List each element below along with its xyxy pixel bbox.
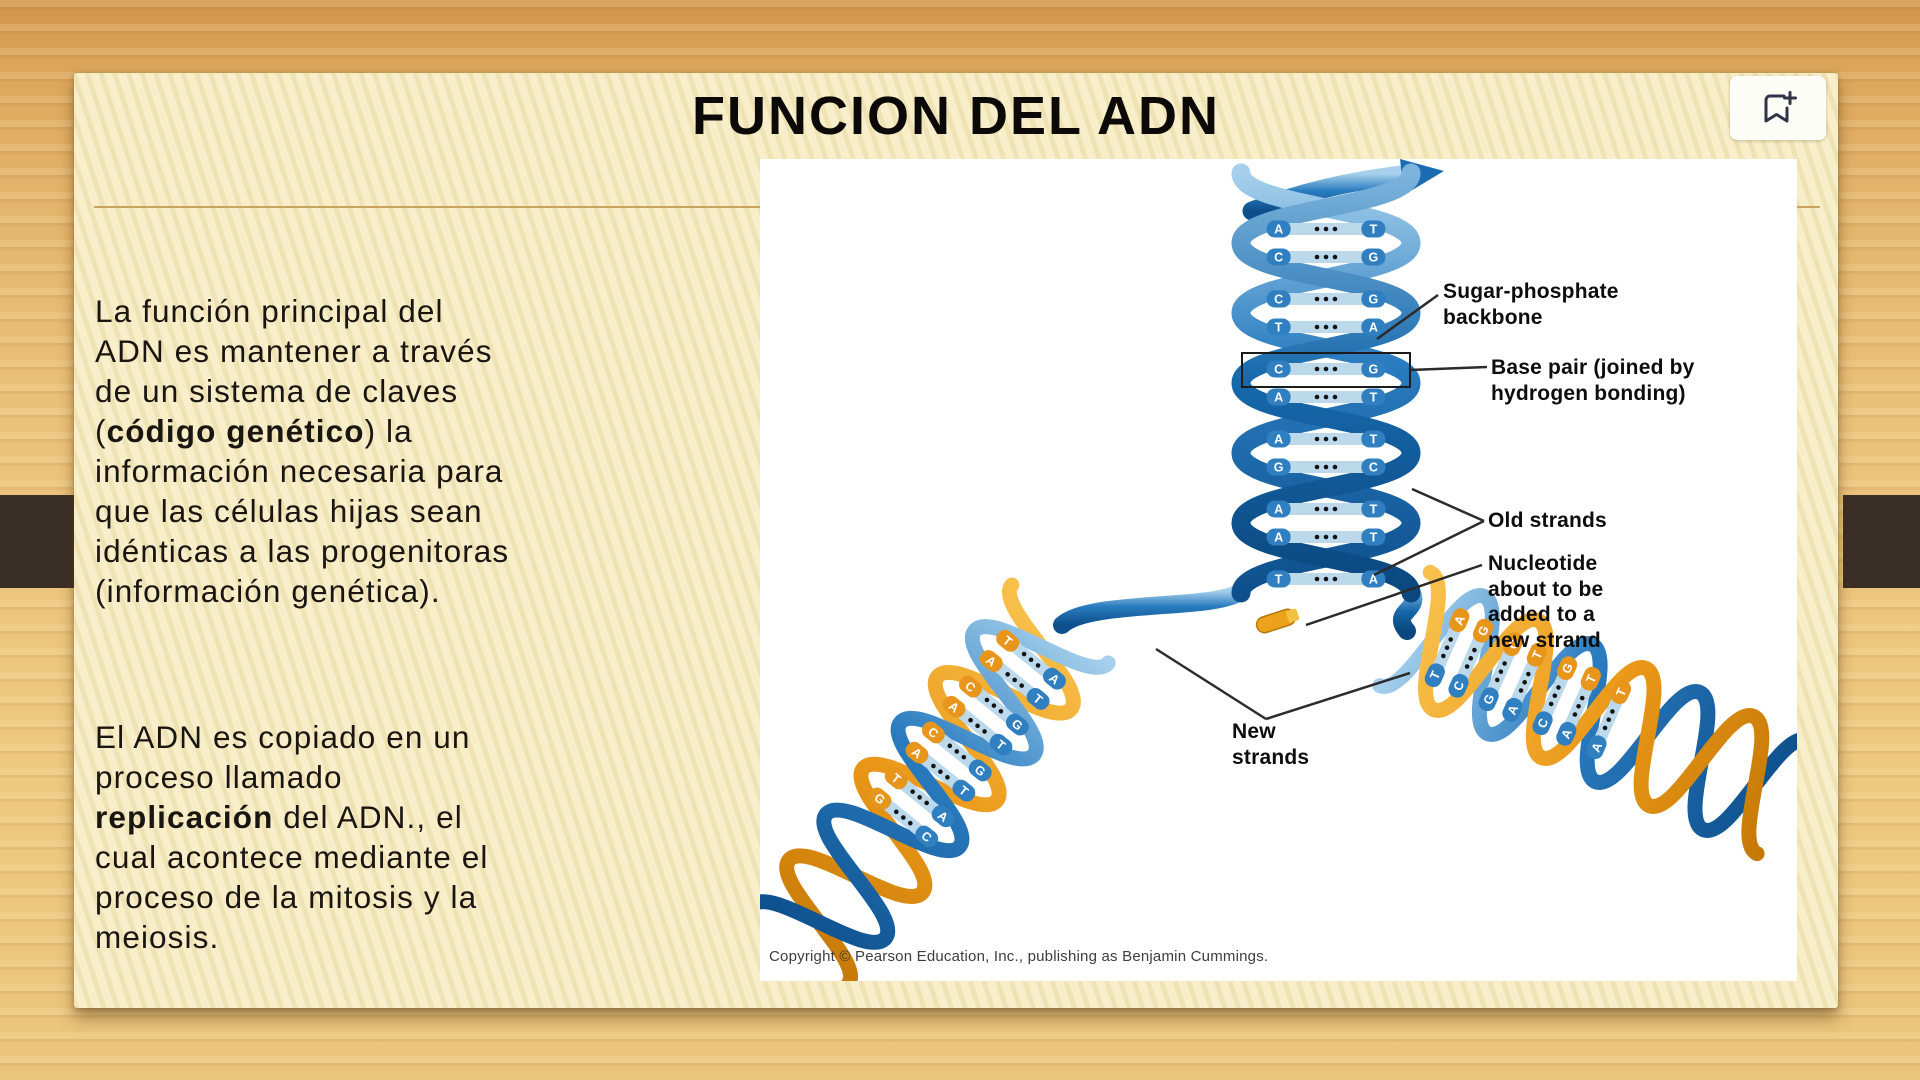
label-sugar-phosphate-backbone: Sugar-phosphate backbone (1443, 280, 1619, 329)
svg-text:C: C (1274, 293, 1283, 307)
bookmark-button[interactable] (1730, 76, 1826, 140)
label-old-strands: Old strands (1488, 509, 1607, 532)
label-base-pair: Base pair (joined by hydrogen bonding) (1491, 356, 1695, 405)
bookmark-plus-icon (1764, 91, 1797, 123)
copyright-text: Copyright © Pearson Education, Inc., pub… (769, 948, 1269, 965)
leader-sugar-phosphate (1376, 293, 1439, 341)
svg-text:G: G (1274, 461, 1284, 475)
leader-nucleotide (1305, 563, 1483, 627)
svg-text:A: A (1274, 223, 1283, 237)
fork-connector-left (1053, 582, 1250, 634)
svg-text:A: A (1274, 391, 1283, 405)
paragraph-2-text-end: del ADN., el cual acontece mediante el p… (95, 799, 489, 955)
svg-text:T: T (1275, 573, 1283, 587)
paragraph-2-bold: replicación (95, 799, 274, 835)
svg-text:C: C (1274, 251, 1283, 265)
svg-text:C: C (1274, 363, 1283, 377)
svg-text:T: T (1370, 223, 1378, 237)
paragraph-2-text: El ADN es copiado en un proceso llamado (95, 719, 471, 795)
leader-old-strands (1373, 487, 1485, 577)
paragraph-2: El ADN es copiado en un proceso llamado … (95, 717, 740, 957)
svg-text:G: G (1369, 251, 1379, 265)
leader-lines (1155, 293, 1488, 721)
svg-text:A: A (1369, 573, 1378, 587)
svg-text:T: T (1370, 433, 1378, 447)
svg-text:T: T (1275, 321, 1283, 335)
label-new-strands: New strands (1232, 720, 1310, 769)
presentation-slide: FUNCION DEL ADN La función principal del… (74, 72, 1838, 1008)
paragraph-1-text-end: ) la información necesaria para que las … (95, 413, 510, 609)
paragraph-1-bold: código genético (106, 413, 365, 449)
svg-text:T: T (1370, 503, 1378, 517)
nucleotide-tip (1286, 608, 1300, 623)
svg-text:C: C (1369, 461, 1378, 475)
label-nucleotide: Nucleotide about to be added to a new st… (1488, 552, 1604, 652)
dark-band-left (0, 495, 75, 588)
svg-text:T: T (1370, 391, 1378, 405)
svg-text:G: G (1369, 363, 1379, 377)
slide-title: FUNCION DEL ADN (692, 86, 1220, 146)
free-nucleotide (1255, 608, 1300, 634)
leader-new-strands (1155, 647, 1411, 721)
paragraph-1: La función principal del ADN es mantener… (95, 291, 740, 611)
dark-band-right (1843, 495, 1920, 588)
paragraph-1-text: La función principal del ADN es mantener… (95, 293, 493, 449)
svg-text:A: A (1369, 321, 1378, 335)
svg-text:A: A (1274, 503, 1283, 517)
svg-text:A: A (1274, 433, 1283, 447)
body-text: La función principal del ADN es mantener… (95, 251, 740, 997)
svg-text:G: G (1369, 293, 1379, 307)
svg-text:A: A (1274, 531, 1283, 545)
svg-text:T: T (1370, 531, 1378, 545)
leader-base-pair (1409, 365, 1488, 372)
